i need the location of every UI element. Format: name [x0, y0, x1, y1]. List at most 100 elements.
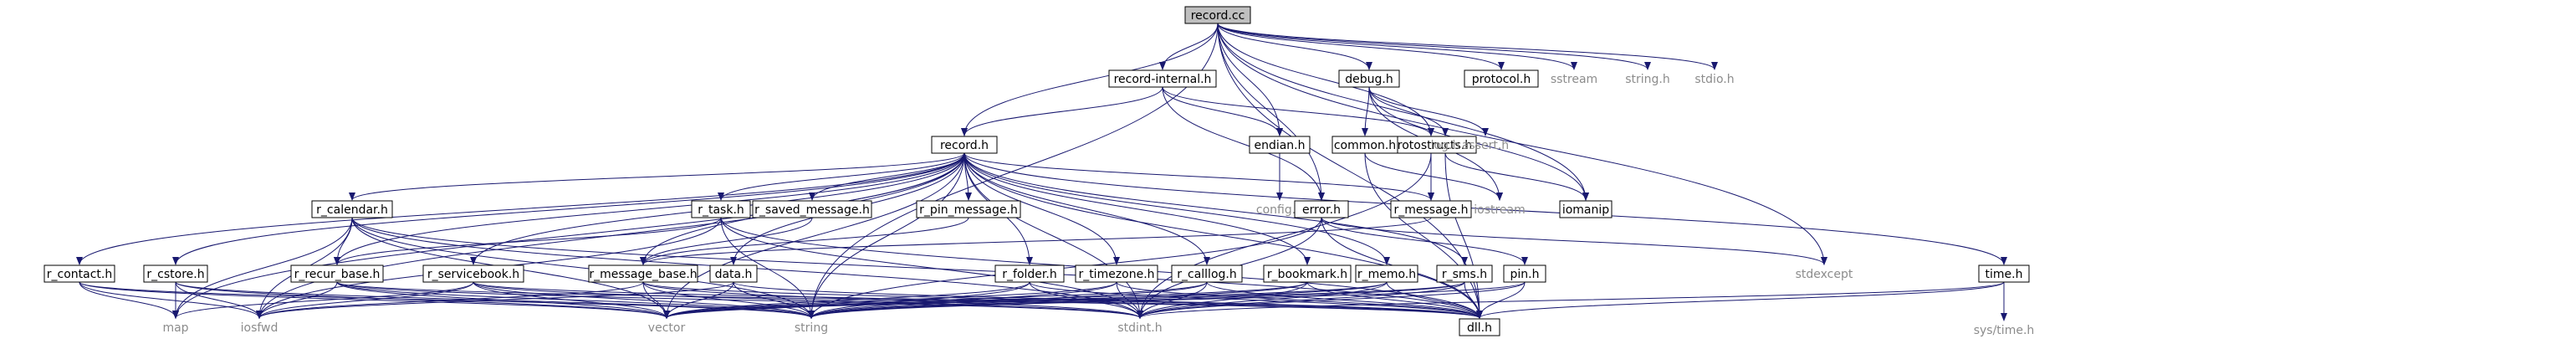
node-label-r-saved-message-h: r_saved_message.h	[754, 203, 870, 217]
node-protostructs-h[interactable]: protostructs.h	[1385, 136, 1477, 154]
edge-record-cc-to-sstream	[1217, 23, 1577, 70]
edge-record-h-to-r-calllog-h	[963, 152, 1210, 265]
node-r-bookmark-h[interactable]: r_bookmark.h	[1263, 264, 1352, 283]
edge-record-cc-to-stdexcept	[1217, 23, 1827, 265]
node-r-servicebook-h[interactable]: r_servicebook.h	[422, 264, 524, 283]
node-r-calendar-h[interactable]: r_calendar.h	[311, 200, 393, 218]
node-r-message-base-h[interactable]: r_message_base.h	[588, 264, 698, 283]
node-label-r-pin-message-h: r_pin_message.h	[919, 203, 1018, 217]
edge-r-calllog-h-to-vector	[663, 281, 1208, 319]
edge-r-task-h-to-r-recur-base-h	[334, 217, 722, 265]
node-dll-h[interactable]: dll.h	[1459, 318, 1500, 336]
node-record-internal-h[interactable]: record-internal.h	[1108, 69, 1217, 88]
edge-record-internal-h-to-record-h	[961, 86, 1163, 136]
edge-r-folder-h-to-stdint-h	[1029, 281, 1143, 319]
node-box-r-message-h	[1390, 200, 1472, 218]
node-label-string-h: string.h	[1625, 73, 1670, 86]
node-label-string: string	[795, 321, 828, 335]
edge-record-h-to-r-task-h	[718, 152, 965, 201]
edge-r-servicebook-h-to-stdint-h	[473, 281, 1143, 319]
node-debug-h[interactable]: debug.h	[1338, 69, 1400, 88]
node-r-memo-h[interactable]: r_memo.h	[1355, 264, 1418, 283]
node-r-folder-h[interactable]: r_folder.h	[994, 264, 1065, 283]
node-box-r-task-h	[691, 200, 751, 218]
node-box-r-calllog-h	[1171, 264, 1243, 283]
node-record-h[interactable]: record.h	[931, 136, 998, 154]
node-iomanip[interactable]: iomanip	[1559, 200, 1613, 218]
node-pin-h[interactable]: pin.h	[1503, 264, 1546, 283]
edge-r-sms-h-to-stdint-h	[1137, 281, 1465, 319]
node-box-r-pin-message-h	[916, 200, 1021, 218]
node-config-h: config.h	[1256, 203, 1303, 217]
node-r-recur-base-h[interactable]: r_recur_base.h	[290, 264, 384, 283]
node-endian-h[interactable]: endian.h	[1249, 136, 1311, 154]
node-label-protocol-h: protocol.h	[1472, 73, 1531, 86]
edge-pin-h-to-string	[808, 281, 1526, 319]
edge-r-timezone-h-to-string	[808, 281, 1117, 319]
file-nodes: record.cc record-internal.h debug.h protoco…	[43, 6, 2034, 337]
edge-common-h-to-iostream	[1364, 152, 1503, 201]
node-r-message-h[interactable]: r_message.h	[1390, 200, 1472, 218]
edge-r-message-h-to-r-message-base-h	[640, 217, 1432, 265]
node-error-h[interactable]: error.h	[1294, 200, 1349, 218]
edge-r-contact-h-to-map	[79, 281, 179, 319]
edge-record-h-to-map	[172, 152, 965, 319]
node-vector: vector	[648, 321, 686, 335]
node-r-cstore-h[interactable]: r_cstore.h	[143, 264, 208, 283]
node-box-r-servicebook-h	[422, 264, 524, 283]
node-r-sms-h[interactable]: r_sms.h	[1436, 264, 1493, 283]
edge-r-folder-h-to-dll-h	[1029, 281, 1483, 319]
edge-r-bookmark-h-to-stdint-h	[1137, 281, 1308, 319]
node-box-r-cstore-h	[143, 264, 208, 283]
node-record-cc[interactable]: record.cc	[1184, 6, 1251, 24]
node-data-h[interactable]: data.h	[709, 264, 758, 283]
edge-debug-h-to-assert-h	[1368, 86, 1489, 136]
edge-record-cc-to-endian-h	[1217, 23, 1283, 136]
edge-r-sms-h-to-vector	[663, 281, 1465, 319]
edge-r-folder-h-to-string	[808, 281, 1030, 319]
edge-record-cc-to-iomanip	[1217, 23, 1589, 201]
node-box-error-h	[1294, 200, 1349, 218]
edge-debug-h-to-iomanip	[1368, 86, 1589, 201]
node-box-protocol-h	[1464, 69, 1539, 88]
node-r-timezone-h[interactable]: r_timezone.h	[1075, 264, 1158, 283]
node-label-r-calendar-h: r_calendar.h	[316, 203, 388, 217]
edge-r-memo-h-to-dll-h	[1386, 281, 1483, 319]
edge-r-recur-base-h-to-stdint-h	[336, 281, 1143, 319]
node-r-pin-message-h[interactable]: r_pin_message.h	[916, 200, 1021, 218]
node-label-iomanip: iomanip	[1562, 203, 1609, 217]
edge-r-pin-message-h-to-r-message-base-h	[640, 217, 969, 265]
node-r-saved-message-h[interactable]: r_saved_message.h	[752, 200, 872, 218]
edge-record-h-to-r-message-h	[963, 152, 1434, 201]
node-common-h[interactable]: common.h	[1331, 136, 1398, 154]
node-label-protostructs-h: protostructs.h	[1390, 139, 1472, 152]
edge-record-h-to-r-calendar-h	[349, 152, 965, 201]
node-box-endian-h	[1249, 136, 1311, 154]
node-r-contact-h[interactable]: r_contact.h	[43, 264, 115, 283]
node-protocol-h[interactable]: protocol.h	[1464, 69, 1539, 88]
node-label-log-h: log.h	[1431, 139, 1460, 152]
edge-record-internal-h-to-error-h	[1162, 86, 1325, 201]
node-assert-h: assert.h	[1462, 139, 1509, 152]
edge-r-calendar-h-to-map	[172, 217, 353, 319]
edge-r-servicebook-h-to-iosfwd	[256, 281, 474, 319]
edge-r-calendar-h-to-dll-h	[351, 217, 1483, 319]
node-r-calllog-h[interactable]: r_calllog.h	[1171, 264, 1243, 283]
node-time-h[interactable]: time.h	[1978, 264, 2030, 283]
edge-r-bookmark-h-to-dll-h	[1306, 281, 1483, 319]
edge-record-h-to-string	[808, 152, 965, 319]
node-log-h: log.h	[1431, 139, 1460, 152]
node-label-record-h: record.h	[940, 139, 989, 152]
node-label-r-memo-h: r_memo.h	[1357, 268, 1416, 281]
node-r-task-h[interactable]: r_task.h	[691, 200, 751, 218]
edge-r-memo-h-to-vector	[663, 281, 1388, 319]
node-sstream: sstream	[1551, 73, 1597, 86]
edge-r-recur-base-h-to-dll-h	[336, 281, 1483, 319]
node-label-data-h: data.h	[715, 268, 753, 281]
edge-record-cc-to-debug-h	[1217, 23, 1372, 70]
edge-r-cstore-h-to-vector	[175, 281, 670, 319]
node-label-dll-h: dll.h	[1467, 321, 1492, 335]
edge-debug-h-to-log-h	[1368, 86, 1449, 136]
node-box-pin-h	[1503, 264, 1546, 283]
